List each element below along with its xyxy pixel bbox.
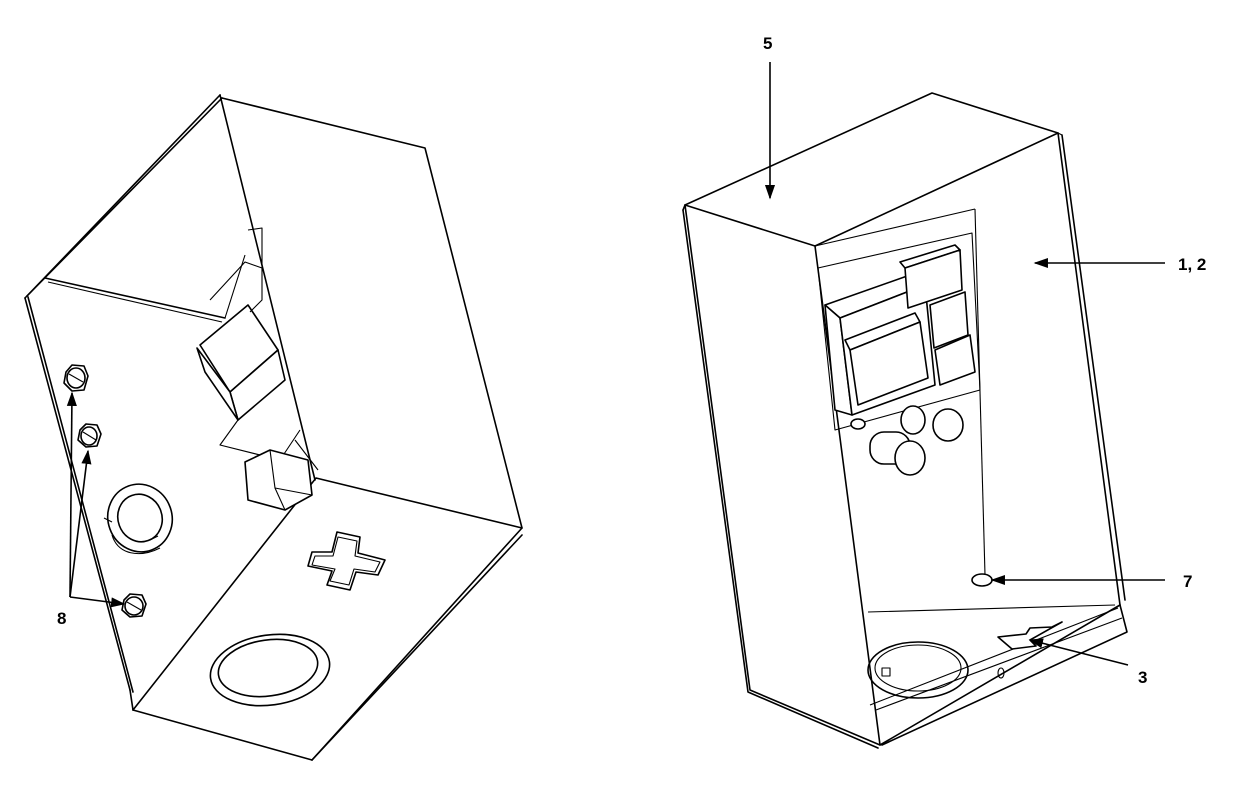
screw-middle [77,423,102,448]
callout-label-7: 7 [1183,572,1192,591]
screw-upper [63,364,89,392]
callout-1-2: 1, 2 [1033,255,1206,274]
callout-label-8: 8 [57,609,66,628]
right-enclosure-view: 5 1, 2 7 3 [682,34,1206,749]
left-enclosure-view: 8 [24,94,523,761]
callout-5: 5 [763,34,776,200]
screw-lower [121,593,147,618]
callout-3: 3 [1028,638,1147,687]
right-conduit-hole [867,641,969,699]
callout-label-1-2: 1, 2 [1178,255,1206,274]
callout-8: 8 [57,391,126,628]
right-circuit-board [817,232,993,587]
right-knockout [997,621,1063,650]
left-knockout [307,531,386,591]
left-conduit-hole [209,633,331,707]
callout-label-3: 3 [1138,668,1147,687]
callout-7: 7 [990,572,1192,591]
left-side-bushing [103,483,174,555]
callout-label-5: 5 [763,34,772,53]
left-internal-components [196,227,319,511]
right-capacitors [850,405,964,476]
